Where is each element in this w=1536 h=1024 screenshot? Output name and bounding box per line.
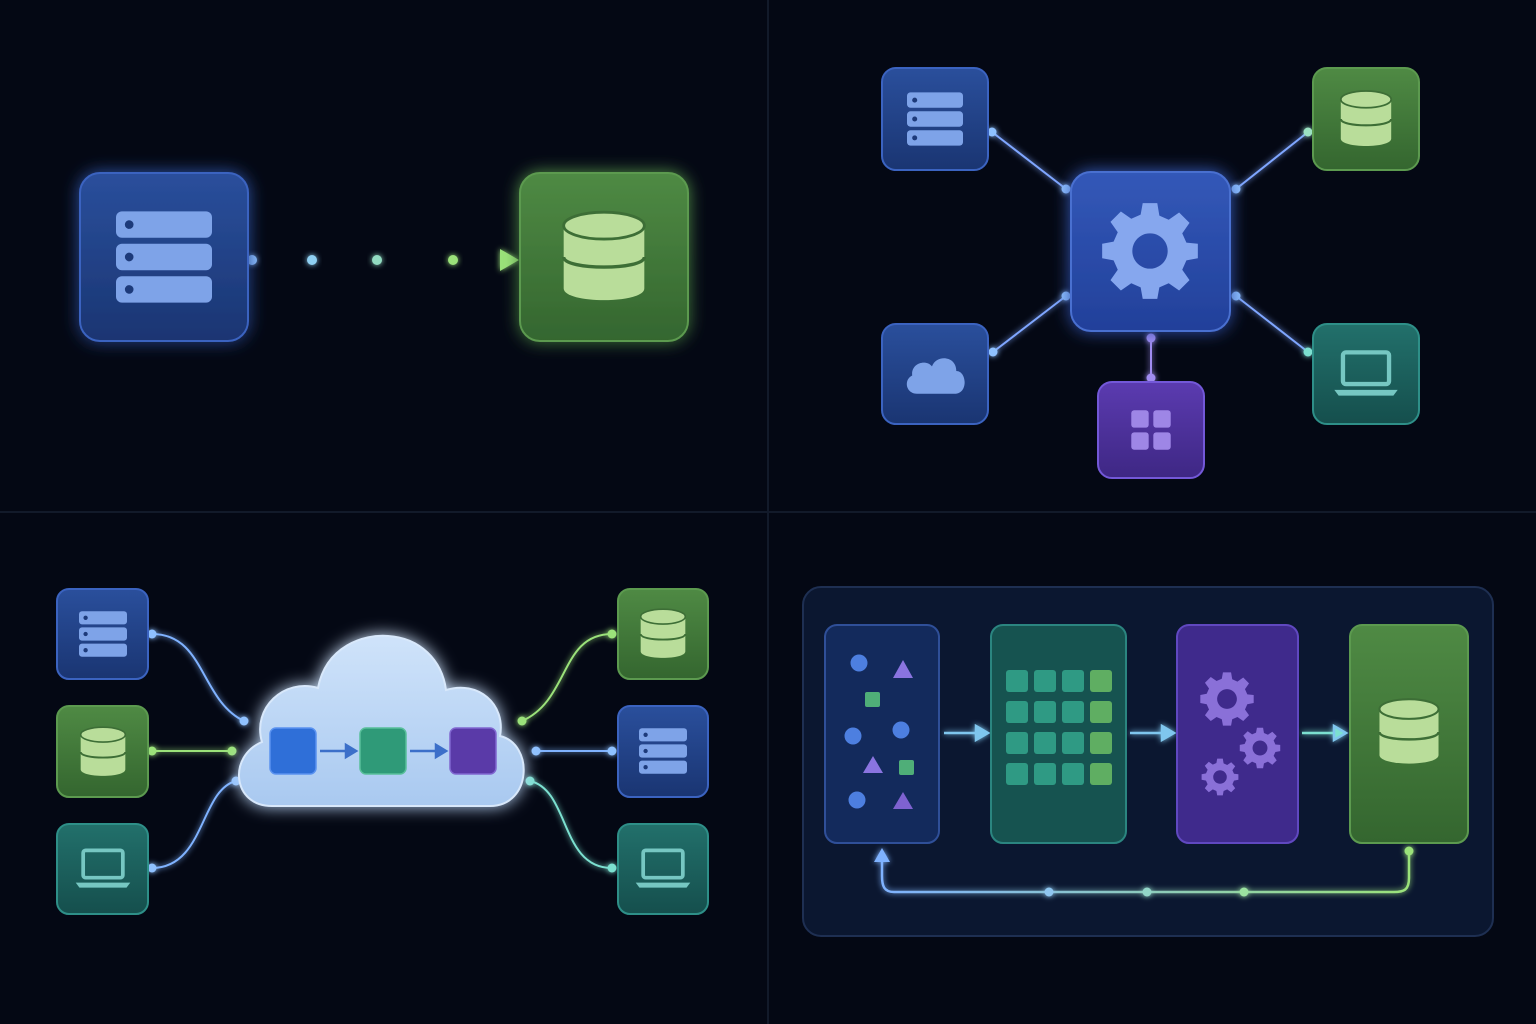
panel-point-to-point — [79, 172, 689, 342]
target-server-node[interactable] — [617, 705, 709, 798]
table-grid-icon — [1006, 670, 1112, 785]
database-icon — [79, 726, 127, 777]
stage-storage[interactable] — [1349, 624, 1469, 844]
pipeline-container — [802, 586, 1494, 937]
database-icon — [561, 210, 647, 302]
link-dot — [448, 255, 458, 265]
server-icon — [79, 611, 127, 657]
stage-raw-data[interactable] — [824, 624, 940, 844]
target-laptop-node[interactable] — [617, 823, 709, 915]
laptop-node[interactable] — [1312, 323, 1420, 425]
grid-cell — [1034, 732, 1056, 754]
database-node[interactable] — [1312, 67, 1420, 171]
target-database-node[interactable] — [617, 588, 709, 680]
link-dot — [307, 255, 317, 265]
database-icon — [639, 608, 687, 659]
spoke-laptop — [1235, 295, 1309, 353]
spoke-cloud — [992, 295, 1067, 353]
grid-cell — [1034, 763, 1056, 785]
cloud-node[interactable] — [881, 323, 989, 425]
panel-etl-pipeline — [802, 586, 1494, 937]
link-dot — [247, 255, 257, 265]
grid-cell — [1090, 670, 1112, 692]
feedback-arrowhead — [874, 848, 890, 862]
server-node[interactable] — [79, 172, 249, 342]
grid-cell — [1006, 763, 1028, 785]
arrow-stage-3-4 — [1332, 723, 1349, 743]
panel-hub-and-spoke — [881, 67, 1420, 479]
database-icon — [1377, 697, 1441, 766]
link-target-3 — [529, 780, 613, 869]
grid-cell — [1090, 701, 1112, 723]
arrowhead — [500, 249, 519, 271]
source-laptop-node[interactable] — [56, 823, 149, 915]
spoke-server — [991, 131, 1067, 190]
server-icon — [116, 211, 212, 303]
source-server-node[interactable] — [56, 588, 149, 680]
grid-cell — [1062, 732, 1084, 754]
grid-cell — [1006, 732, 1028, 754]
server-icon — [907, 92, 963, 146]
grid-cell — [1006, 701, 1028, 723]
pipeline-step-3 — [449, 727, 497, 775]
spoke-database — [1235, 131, 1309, 190]
stage-structured-table[interactable] — [990, 624, 1127, 844]
link-target-1 — [521, 633, 613, 722]
link-source-1 — [151, 633, 245, 722]
grid-cell — [1034, 701, 1056, 723]
pipeline-step-1 — [269, 727, 317, 775]
grid-cell — [1062, 670, 1084, 692]
grid-cell — [1034, 670, 1056, 692]
grid-cell — [1090, 763, 1112, 785]
apps-node[interactable] — [1097, 381, 1205, 479]
database-icon — [1339, 89, 1393, 148]
cloud-platform — [238, 634, 525, 807]
panel-cloud-integration — [56, 588, 709, 915]
arrow-stage-1-2 — [974, 723, 991, 743]
pipeline-step-2 — [359, 727, 407, 775]
shapes-icon — [844, 654, 914, 809]
source-database-node[interactable] — [56, 705, 149, 798]
arrow-stage-2-3 — [1160, 723, 1177, 743]
database-node[interactable] — [519, 172, 689, 342]
grid-cell — [1006, 670, 1028, 692]
link-source-3 — [151, 780, 237, 869]
hub-node[interactable] — [1070, 171, 1231, 332]
server-icon — [639, 728, 687, 774]
grid-cell — [1062, 763, 1084, 785]
grid-cell — [1090, 732, 1112, 754]
server-node[interactable] — [881, 67, 989, 171]
stage-processing[interactable] — [1176, 624, 1299, 844]
link-dot — [372, 255, 382, 265]
grid-cell — [1062, 701, 1084, 723]
